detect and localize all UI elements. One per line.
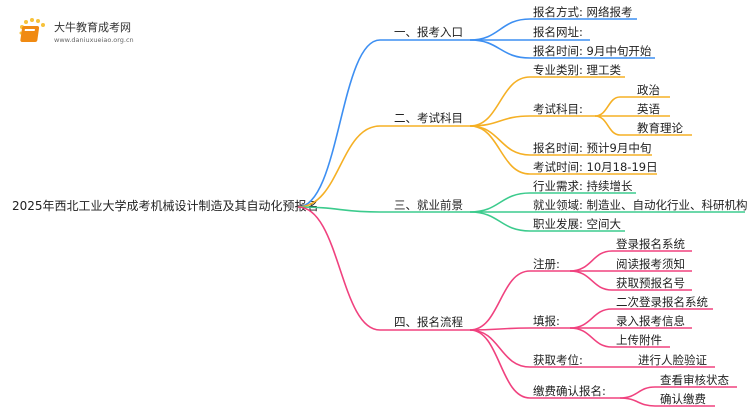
- leaf-method[interactable]: 报名方式: 网络报考: [533, 5, 633, 19]
- leaf-expected-time[interactable]: 报名时间: 预计9月中旬: [533, 141, 651, 155]
- leaf-exam-subjects[interactable]: 考试科目:: [533, 102, 583, 116]
- book-logo-icon: [19, 18, 45, 42]
- branch-registration-entry[interactable]: 一、报考入口: [394, 25, 463, 39]
- leaf-login-system[interactable]: 登录报名系统: [616, 237, 685, 251]
- root-topic[interactable]: 2025年西北工业大学成考机械设计制造及其自动化预报名: [12, 198, 319, 213]
- leaf-pay-confirm[interactable]: 缴费确认报名:: [533, 384, 606, 398]
- branch-exam-subjects[interactable]: 二、考试科目: [394, 111, 463, 125]
- branch-career-prospects[interactable]: 三、就业前景: [394, 198, 463, 212]
- leaf-fill-in[interactable]: 填报:: [533, 314, 560, 328]
- leaf-website[interactable]: 报名网址:: [533, 25, 583, 39]
- leaf-face-verification[interactable]: 进行人脸验证: [638, 353, 707, 367]
- leaf-get-seat[interactable]: 获取考位:: [533, 353, 583, 367]
- leaf-registration-time[interactable]: 报名时间: 9月中旬开始: [533, 44, 652, 58]
- leaf-check-review-status[interactable]: 查看审核状态: [660, 373, 729, 387]
- leaf-english[interactable]: 英语: [637, 102, 660, 116]
- leaf-career-development[interactable]: 职业发展: 空间大: [533, 217, 622, 231]
- leaf-industry-demand[interactable]: 行业需求: 持续增长: [533, 179, 633, 193]
- leaf-education-theory[interactable]: 教育理论: [637, 121, 683, 135]
- leaf-major-category[interactable]: 专业类别: 理工类: [533, 63, 622, 77]
- leaf-confirm-payment[interactable]: 确认缴费: [660, 392, 706, 406]
- leaf-employment-fields[interactable]: 就业领域: 制造业、自动化行业、科研机构: [533, 198, 748, 212]
- leaf-second-login[interactable]: 二次登录报名系统: [616, 295, 708, 309]
- logo-title: 大牛教育成考网: [54, 20, 131, 34]
- leaf-enter-info[interactable]: 录入报考信息: [616, 314, 685, 328]
- logo-url: www.daniuxueiao.org.cn: [54, 36, 134, 44]
- logo: 大牛教育成考网 www.daniuxueiao.org.cn: [19, 18, 134, 44]
- leaf-register[interactable]: 注册:: [533, 257, 560, 271]
- leaf-exam-time[interactable]: 考试时间: 10月18-19日: [533, 160, 658, 174]
- leaf-read-notice[interactable]: 阅读报考须知: [616, 257, 685, 271]
- branch-registration-process[interactable]: 四、报名流程: [394, 315, 463, 329]
- leaf-politics[interactable]: 政治: [637, 83, 660, 97]
- leaf-upload-attachments[interactable]: 上传附件: [616, 333, 662, 347]
- leaf-get-pre-number[interactable]: 获取预报名号: [616, 276, 685, 290]
